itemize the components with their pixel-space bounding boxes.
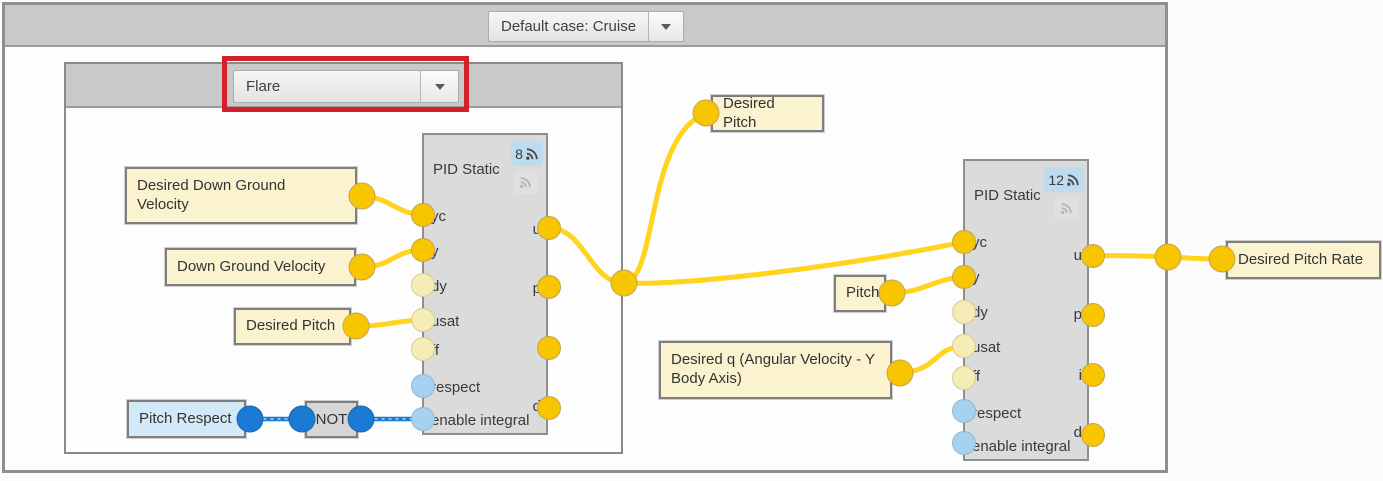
input-pin-label: dy bbox=[431, 278, 447, 295]
pid2-port-d[interactable] bbox=[1082, 424, 1104, 446]
output-pin-label: i bbox=[1078, 367, 1082, 384]
default-case-dropdown-arrow[interactable] bbox=[648, 12, 683, 41]
input-pin-label: yc bbox=[431, 208, 446, 225]
output-pin-label: u bbox=[1073, 247, 1082, 264]
pid1-port-u[interactable] bbox=[538, 217, 560, 239]
output-pin-label: u bbox=[532, 221, 541, 238]
input-pin-label: usat bbox=[431, 313, 460, 330]
input-pin-label: ff bbox=[431, 342, 440, 359]
input-pin-label: respect bbox=[431, 379, 481, 396]
pid1-port-y[interactable] bbox=[412, 239, 434, 261]
dgv-output-port[interactable] bbox=[349, 254, 375, 280]
input-pin-label: ff bbox=[972, 368, 981, 385]
pid1-port-respect[interactable] bbox=[412, 375, 434, 397]
variable-desired-down-ground-velocity[interactable]: Desired Down Ground Velocity bbox=[125, 167, 357, 224]
not-output-port[interactable] bbox=[348, 406, 374, 432]
node-title: PID Static bbox=[974, 187, 1041, 204]
input-pin-label: y bbox=[972, 269, 980, 286]
telemetry-badge-secondary[interactable] bbox=[1054, 197, 1079, 220]
pid1-port-yc[interactable] bbox=[412, 204, 434, 226]
pid1-port-d[interactable] bbox=[538, 397, 560, 419]
pid2-port-dy[interactable] bbox=[953, 301, 975, 323]
wire-junction-2[interactable] bbox=[1155, 244, 1181, 270]
pid1-port-enable-integral[interactable] bbox=[412, 408, 434, 430]
pid2-port-yc[interactable] bbox=[953, 231, 975, 253]
variable-desired-pitch-rate[interactable]: Desired Pitch Rate bbox=[1226, 241, 1381, 279]
desired-pitch-input-port[interactable] bbox=[693, 100, 719, 126]
flare-case-dropdown-label: Flare bbox=[246, 78, 281, 95]
variable-desired-pitch-output[interactable]: Desired Pitch bbox=[711, 95, 824, 132]
input-pin-label: y bbox=[431, 243, 439, 260]
pid1-port-i[interactable] bbox=[538, 337, 560, 359]
input-pin-label: yc bbox=[972, 234, 987, 251]
node-title: PID Static bbox=[433, 161, 500, 178]
default-case-dropdown-label: Default case: Cruise bbox=[501, 18, 637, 35]
variable-desired-pitch-input[interactable]: Desired Pitch bbox=[234, 308, 351, 345]
pid1-port-usat[interactable] bbox=[412, 309, 434, 331]
telemetry-count: 8 bbox=[515, 145, 523, 162]
telemetry-badge[interactable]: 8 bbox=[511, 141, 543, 166]
pid2-port-ff[interactable] bbox=[953, 367, 975, 389]
pid-static-node-2[interactable]: PID Static 12 yc y dy usat ff respect en… bbox=[963, 159, 1089, 461]
wire-junction-to-desired-pitch[interactable] bbox=[621, 110, 709, 286]
ddgv-output-port[interactable] bbox=[349, 183, 375, 209]
flare-case-dropdown-arrow[interactable] bbox=[420, 71, 458, 102]
variable-pitch-respect[interactable]: Pitch Respect bbox=[127, 400, 246, 438]
telemetry-count: 12 bbox=[1048, 171, 1064, 188]
pid1-port-ff[interactable] bbox=[412, 338, 434, 360]
input-pin-label: respect bbox=[972, 405, 1022, 422]
pid2-port-respect[interactable] bbox=[953, 400, 975, 422]
wire-junction-to-yc2[interactable] bbox=[621, 239, 967, 286]
input-pin-label: usat bbox=[972, 339, 1001, 356]
pid1-port-p[interactable] bbox=[538, 276, 560, 298]
pid1-port-dy[interactable] bbox=[412, 274, 434, 296]
pid2-port-enable-integral[interactable] bbox=[953, 432, 975, 454]
output-pin-label: p bbox=[532, 280, 541, 297]
desired-q-output-port[interactable] bbox=[887, 360, 913, 386]
variable-desired-q[interactable]: Desired q (Angular Velocity - Y Body Axi… bbox=[659, 341, 892, 399]
telemetry-badge[interactable]: 12 bbox=[1044, 167, 1084, 192]
input-pin-label: enable integral bbox=[972, 438, 1071, 455]
pid2-port-i[interactable] bbox=[1082, 364, 1104, 386]
telemetry-badge-secondary[interactable] bbox=[513, 171, 538, 194]
input-pin-label: enable integral bbox=[431, 412, 530, 429]
flare-case-dropdown[interactable]: Flare bbox=[233, 70, 459, 103]
not-input-port[interactable] bbox=[289, 406, 315, 432]
pid2-port-y[interactable] bbox=[953, 266, 975, 288]
wire-u1-to-junction[interactable] bbox=[546, 225, 627, 286]
pitch-respect-output-port[interactable] bbox=[237, 406, 263, 432]
variable-pitch[interactable]: Pitch bbox=[834, 275, 886, 312]
pid2-port-usat[interactable] bbox=[953, 335, 975, 357]
pid-static-node-1[interactable]: PID Static 8 yc y dy usat ff respect ena… bbox=[422, 133, 548, 435]
output-pin-label: d bbox=[1073, 424, 1082, 441]
pitch-output-port[interactable] bbox=[879, 280, 905, 306]
default-case-dropdown[interactable]: Default case: Cruise bbox=[488, 11, 684, 42]
signal-icon bbox=[520, 177, 531, 188]
input-pin-label: dy bbox=[972, 304, 988, 321]
chevron-down-icon bbox=[661, 23, 672, 30]
output-pin-label: p bbox=[1073, 306, 1082, 323]
pid2-port-u[interactable] bbox=[1082, 245, 1104, 267]
wire-junction-1[interactable] bbox=[611, 270, 637, 296]
signal-icon bbox=[1061, 203, 1072, 214]
desired-pitch-rate-input-port[interactable] bbox=[1209, 246, 1235, 272]
signal-icon bbox=[1067, 173, 1079, 186]
desired-pitch-output-port[interactable] bbox=[343, 313, 369, 339]
chevron-down-icon bbox=[434, 83, 445, 90]
signal-icon bbox=[526, 147, 538, 160]
output-pin-label: d bbox=[532, 398, 541, 415]
variable-down-ground-velocity[interactable]: Down Ground Velocity bbox=[165, 248, 356, 286]
pid2-port-p[interactable] bbox=[1082, 304, 1104, 326]
